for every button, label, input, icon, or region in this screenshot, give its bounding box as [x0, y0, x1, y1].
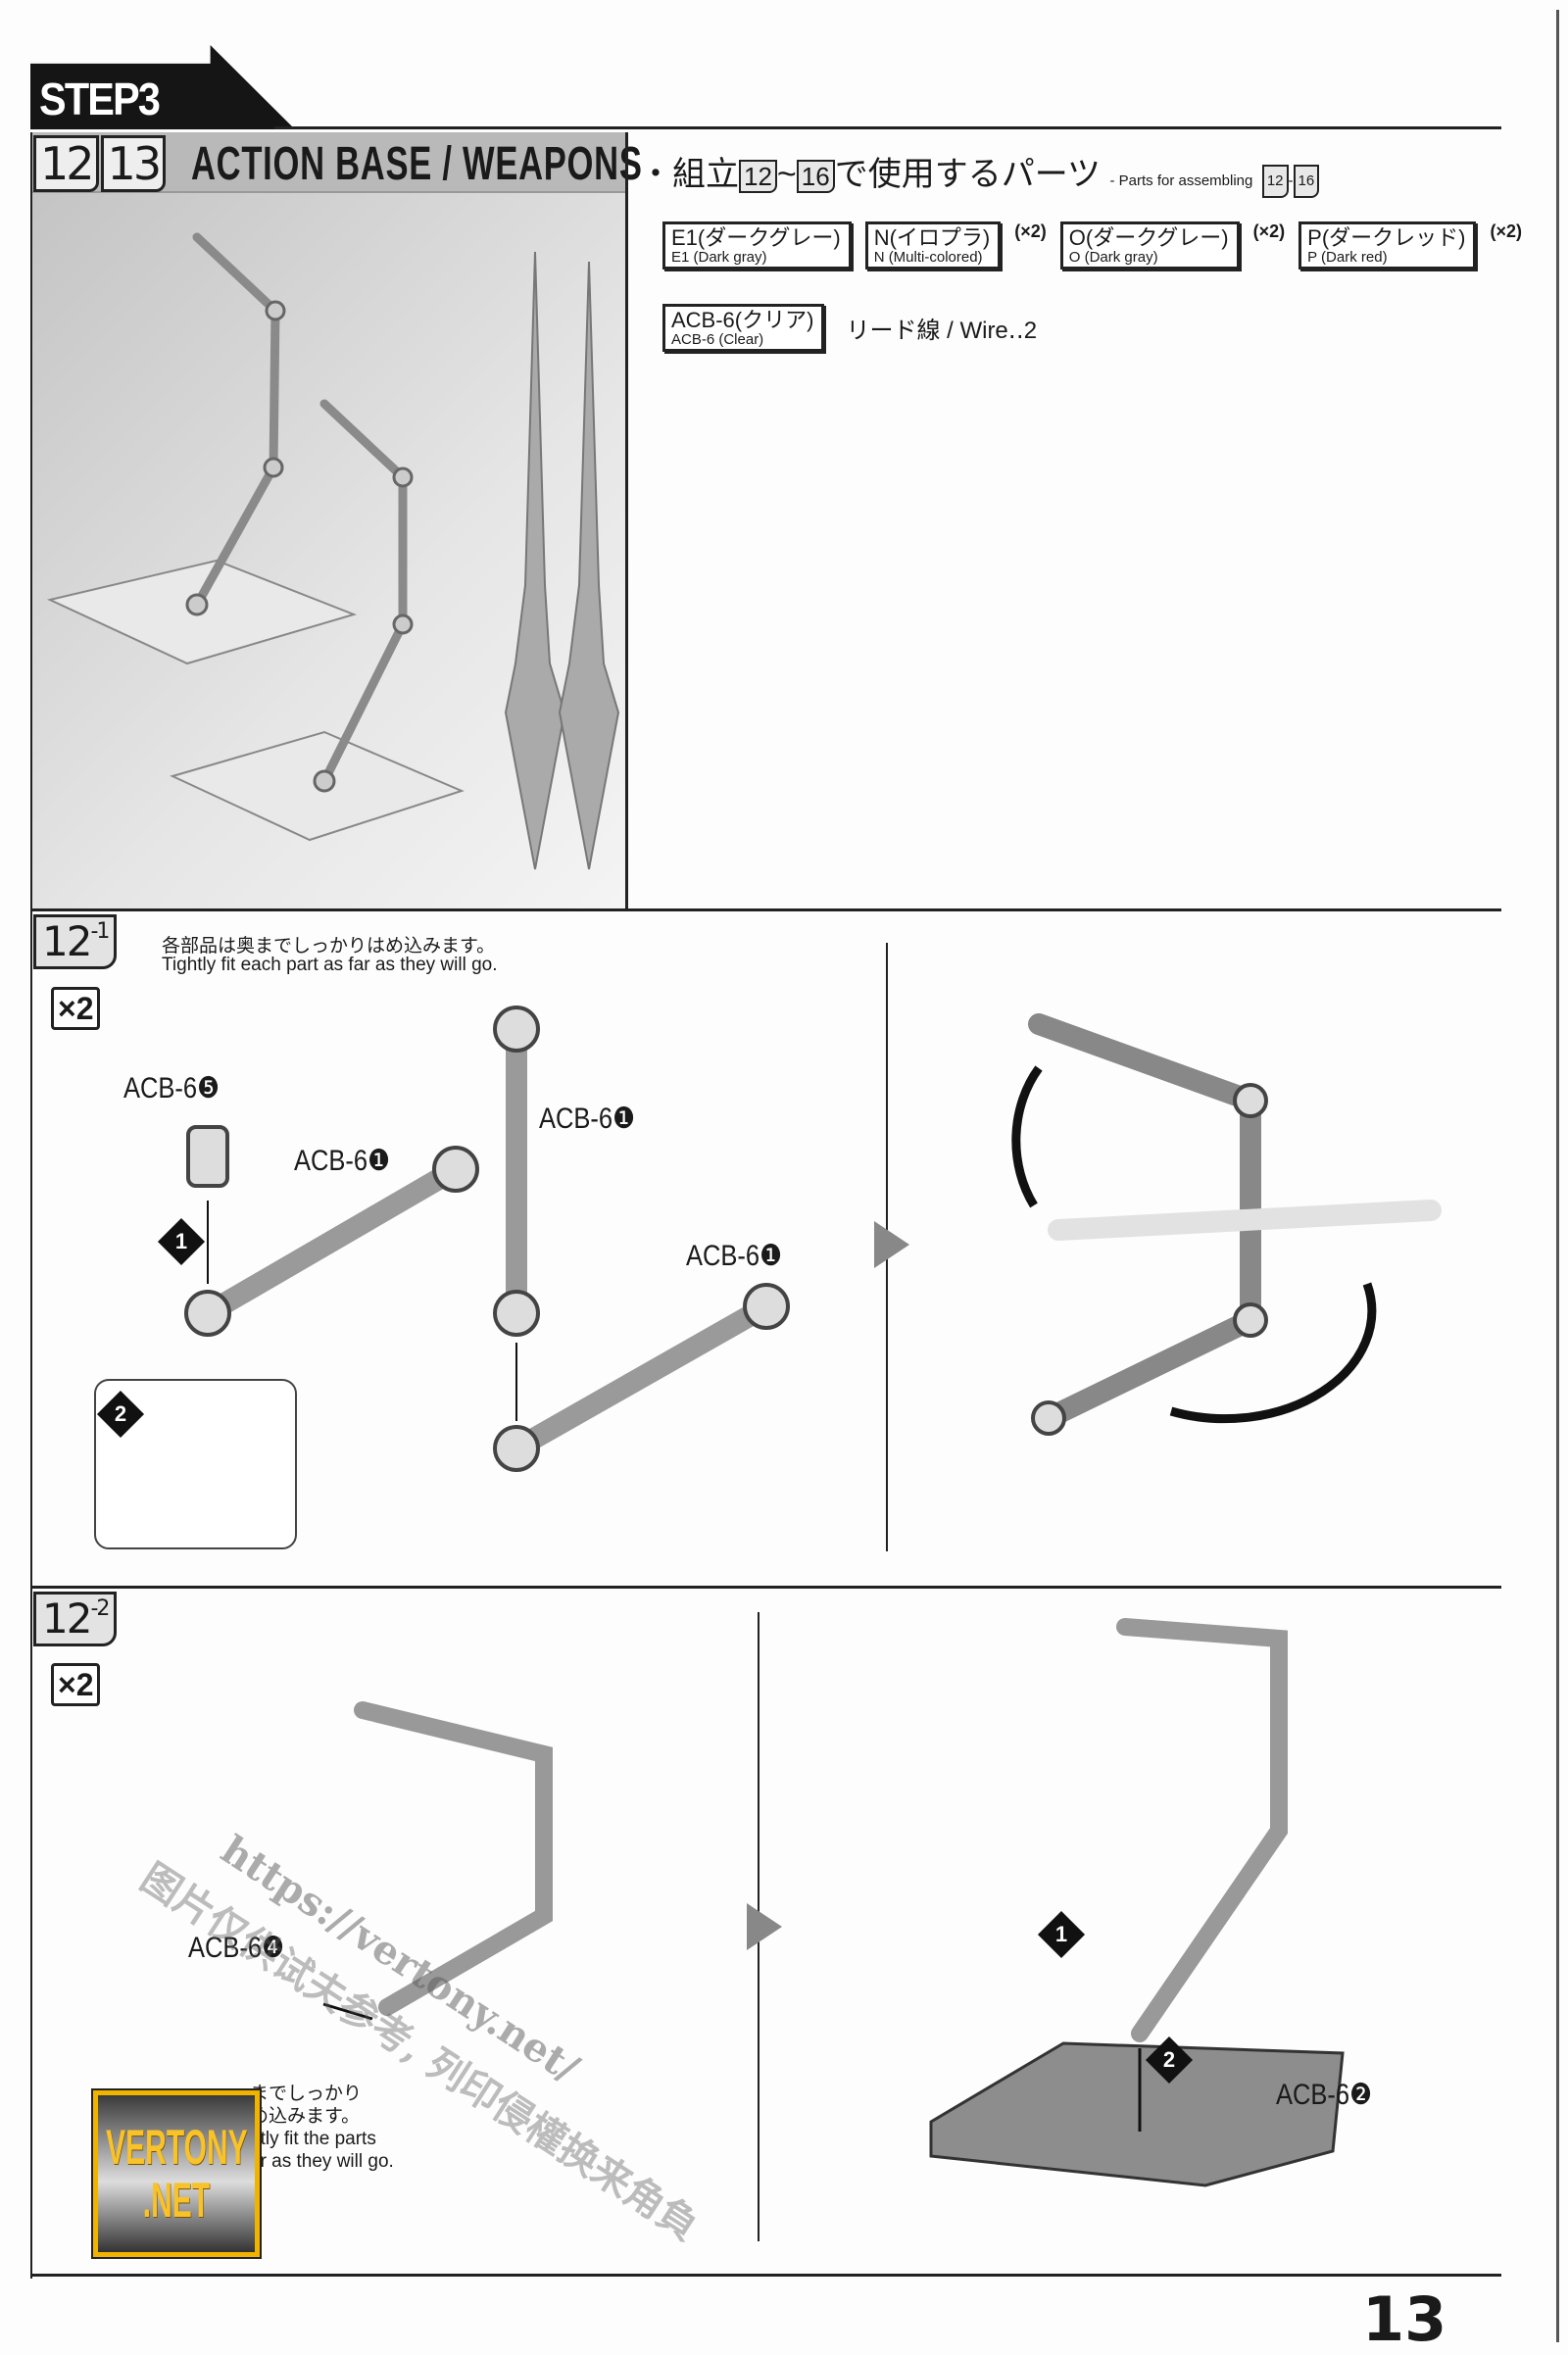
stand-assembled	[354, 1701, 553, 2016]
header-divider	[625, 132, 628, 908]
parts-heading-en: - Parts for assembling	[1109, 172, 1253, 189]
step-marker: 2	[1145, 2036, 1194, 2085]
part-label: ACB-6❷	[1276, 2079, 1372, 2111]
runner-e1: E1(ダークグレー)E1 (Dark gray)	[662, 221, 852, 270]
note-en: ar as they will go.	[250, 2151, 394, 2172]
section-rule	[30, 1586, 1501, 1589]
step-marker-number: 2	[1162, 2047, 1176, 2072]
runner-p: P(ダークレッド)P (Dark red)	[1298, 221, 1477, 270]
part-label: ACB-6❺	[123, 1072, 220, 1104]
runner-jp: P(ダークレッド)	[1307, 225, 1466, 250]
arm-part	[197, 1158, 466, 1324]
step-marker: 1	[157, 1217, 206, 1266]
wire-count: リード線 / Wire‥2	[846, 318, 1038, 344]
step-marker-number: 1	[174, 1229, 188, 1253]
joint-part	[186, 1125, 229, 1188]
runner-acb6: ACB-6(クリア)ACB-6 (Clear)	[662, 304, 825, 352]
step-tag-12-2: 12-2	[33, 1592, 118, 1646]
step-number-tags: 12 13	[33, 135, 167, 192]
step-marker-number: 1	[1054, 1922, 1068, 1946]
runner-en: E1 (Dark gray)	[671, 249, 767, 266]
range-start-tag-small: 12	[1261, 165, 1289, 198]
step-tag-sub: -1	[90, 919, 110, 944]
stand-assembled	[1116, 1618, 1288, 2042]
runner-multiplier: (×2)	[1490, 221, 1522, 241]
rotate-arrow	[1169, 1282, 1377, 1424]
step-label: STEP3	[39, 74, 161, 124]
runner-multiplier: (×2)	[1014, 221, 1047, 241]
step-tag-12-1: 12-1	[33, 914, 118, 969]
fit-note: までしっかり め込みます。 ntly fit the parts ar as t…	[250, 2083, 394, 2173]
part-label: ACB-6❶	[294, 1145, 390, 1177]
runner-jp: E1(ダークグレー)	[671, 225, 841, 250]
step-marker-number: 2	[114, 1401, 127, 1426]
note-jp: め込みます。	[250, 2106, 361, 2127]
step-tag-number: 12	[42, 917, 92, 965]
base-plate	[929, 2041, 1345, 2187]
range-end-tag-small: 16	[1293, 165, 1320, 198]
next-arrow-icon	[874, 1221, 909, 1268]
header-rule	[274, 126, 1501, 129]
step-number-tag: 12	[33, 135, 99, 192]
note-en: ntly fit the parts	[250, 2129, 376, 2149]
next-arrow-icon	[747, 1903, 782, 1950]
note-jp: 各部品は奥までしっかりはめ込みます。	[162, 936, 496, 957]
step-marker: 1	[1037, 1910, 1086, 1959]
step-tag-number: 12	[42, 1595, 92, 1643]
logo-text: .NET	[142, 2173, 211, 2228]
runner-en: ACB-6 (Clear)	[671, 331, 764, 348]
part-label: ACB-6❶	[539, 1103, 635, 1135]
runner-o: O(ダークグレー)O (Dark gray)	[1059, 221, 1240, 270]
range-dash: -	[1288, 172, 1294, 189]
part-label: ACB-6❶	[686, 1240, 782, 1272]
step-tag-sub: -2	[90, 1596, 110, 1621]
runner-jp: O(ダークグレー)	[1068, 225, 1229, 250]
runner-jp: N(イロプラ)	[873, 225, 991, 250]
arm-ghost	[1048, 1200, 1442, 1241]
parts-heading-jp: ・組立	[639, 156, 739, 193]
runner-multiplier: (×2)	[1252, 221, 1286, 241]
runner-en: N (Multi-colored)	[873, 249, 983, 266]
weapon-blade	[558, 261, 620, 870]
runner-en: P (Dark red)	[1307, 249, 1388, 266]
footer-rule	[30, 2274, 1501, 2277]
runner-n: N(イロプラ)N (Multi-colored)	[864, 221, 1002, 270]
hero-illustration	[30, 193, 626, 908]
runner-en: O (Dark gray)	[1068, 249, 1158, 266]
range-tilde: ~	[776, 156, 797, 193]
watermark-logo: VERTONY .NET	[91, 2088, 262, 2259]
quantity-badge: ×2	[51, 987, 101, 1030]
note-jp: までしっかり	[250, 2084, 363, 2104]
runner-jp: ACB-6(クリア)	[671, 308, 814, 332]
stand-arm	[319, 399, 408, 786]
logo-text: VERTONY	[105, 2120, 248, 2175]
note-en: Tightly fit each part as far as they wil…	[162, 955, 498, 975]
rotate-arrow	[1011, 1065, 1043, 1208]
left-border	[30, 132, 32, 2279]
runner-list-2: ACB-6(クリア)ACB-6 (Clear) リード線 / Wire‥2	[662, 304, 1037, 352]
action-base-weapons-render	[46, 232, 620, 870]
page-edge	[1556, 10, 1559, 2342]
range-start-tag: 12	[739, 160, 777, 193]
page-title: ACTION BASE / WEAPONS	[191, 138, 643, 190]
page-number: 13	[1362, 2283, 1447, 2355]
step-number-tag: 13	[100, 135, 167, 192]
detail-callout	[94, 1379, 297, 1549]
arm-part	[506, 1296, 777, 1459]
parts-heading-jp-suffix: で使用するパーツ	[834, 156, 1102, 193]
section-rule	[30, 908, 1501, 911]
step-marker: 2	[96, 1390, 145, 1439]
quantity-badge: ×2	[51, 1663, 101, 1706]
range-end-tag: 16	[796, 160, 835, 193]
runner-list: E1(ダークグレー)E1 (Dark gray) N(イロプラ)N (Multi…	[662, 221, 1522, 270]
stand-arm	[192, 232, 280, 610]
weapon-blade	[504, 251, 566, 870]
part-label: ACB-6❹	[188, 1932, 284, 1964]
